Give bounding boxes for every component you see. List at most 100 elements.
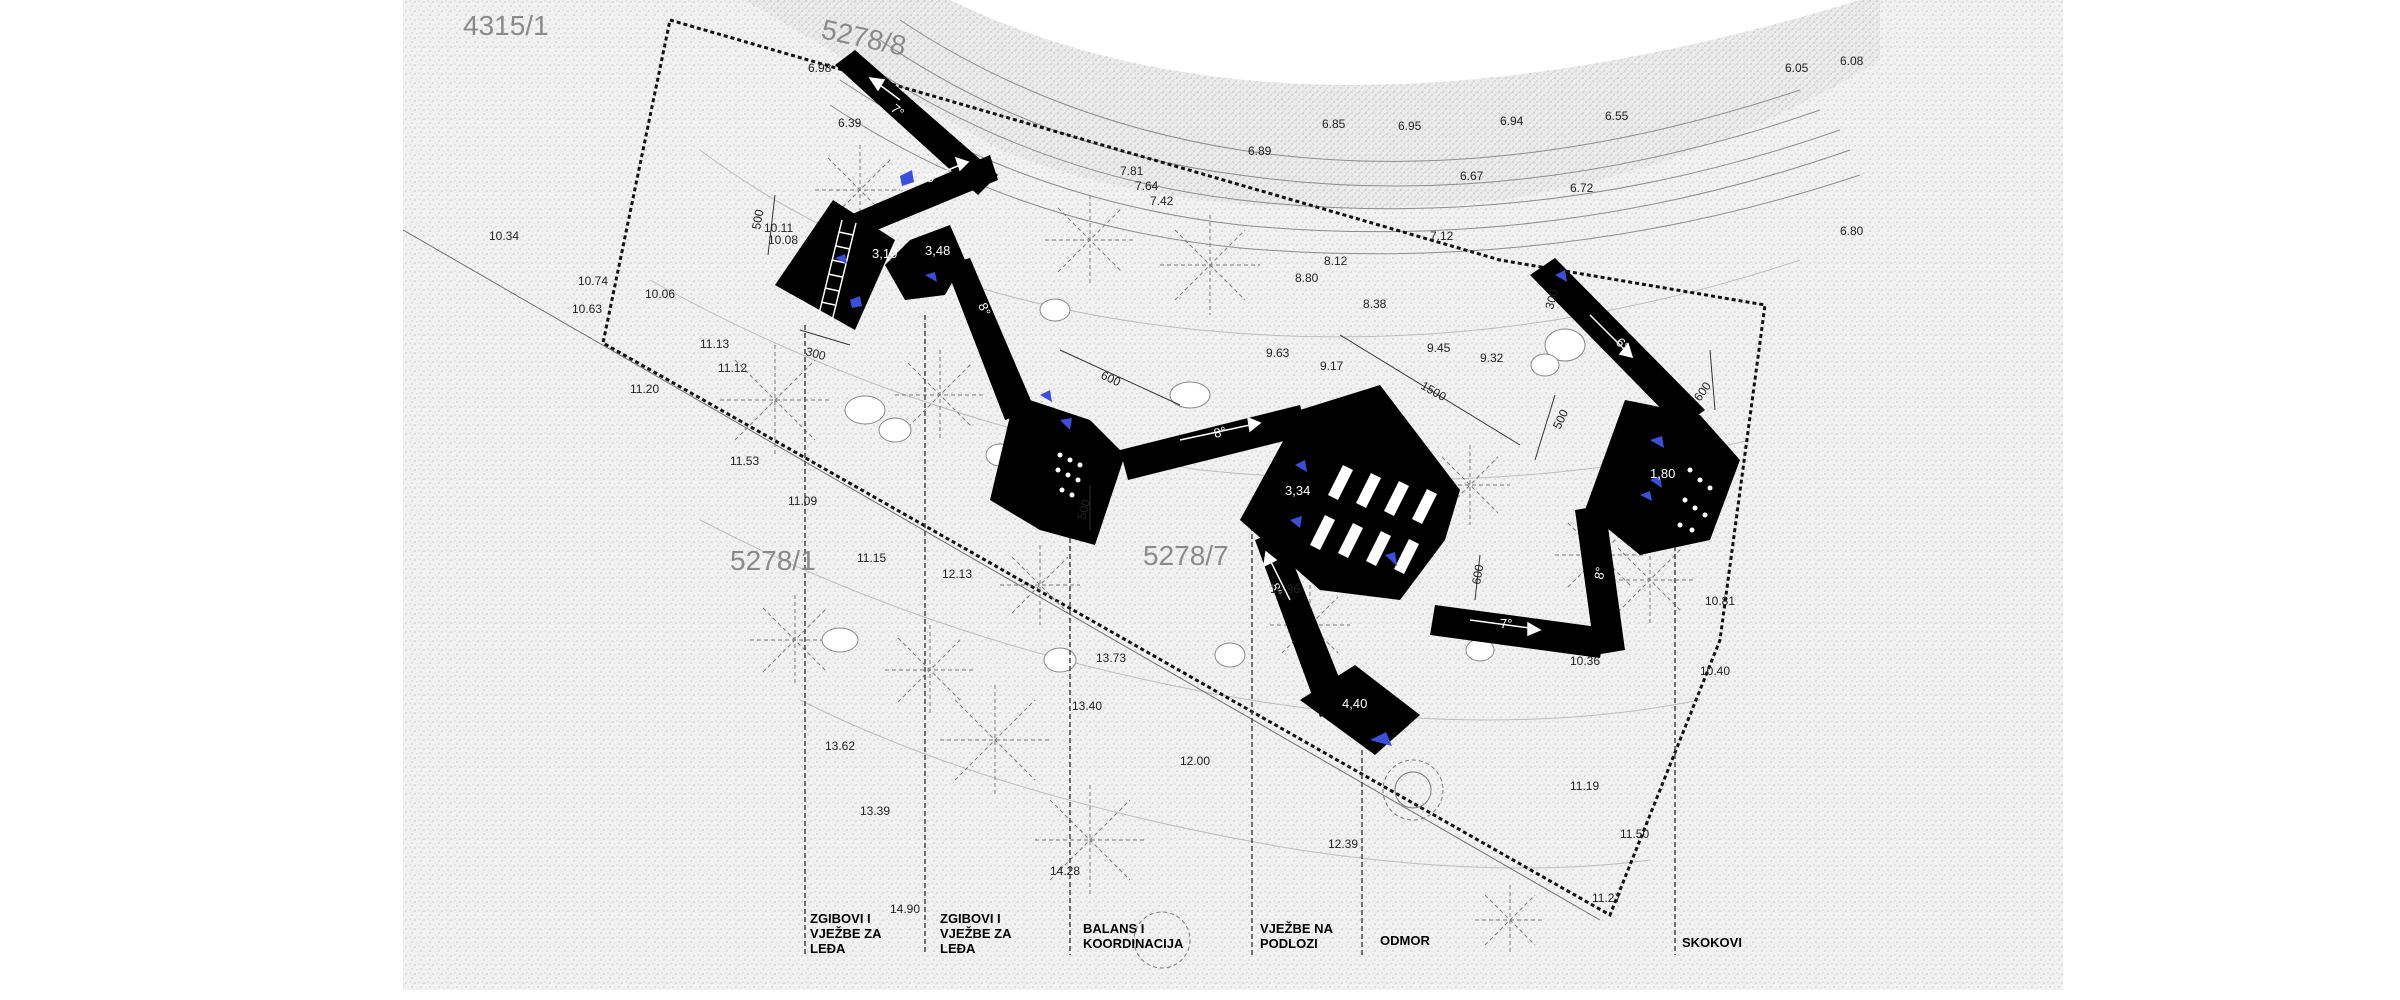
svg-text:10.34: 10.34 [489,229,519,243]
zone-label: VJEŽBE NA [1260,921,1334,936]
svg-text:12.13: 12.13 [942,567,972,581]
svg-text:6.94: 6.94 [1500,114,1524,128]
slope-label: 8° [975,301,994,318]
zone-labels: ZGIBOVI I VJEŽBE ZA LEĐA ZGIBOVI I VJEŽB… [810,911,1742,956]
station-grid [1310,465,1437,574]
svg-text:11.27: 11.27 [1592,891,1621,905]
svg-text:7.12: 7.12 [1430,229,1454,243]
trees [720,145,1695,955]
svg-text:13.40: 13.40 [1072,699,1102,713]
rocks [821,298,1586,673]
svg-text:12.00: 12.00 [1180,754,1210,768]
dimension-label: 300 [1542,287,1561,310]
circular-feature-inner [1394,771,1432,809]
svg-text:6.05: 6.05 [1785,61,1809,75]
svg-text:8.80: 8.80 [1295,271,1319,285]
spot-elevations: 6.98 6.39 10.11 10.08 10.34 10.74 10.06 … [489,54,1864,916]
svg-text:12.39: 12.39 [1328,837,1358,851]
circular-feature [1382,759,1444,821]
circular-feature [1133,911,1191,969]
svg-text:10.81: 10.81 [1705,594,1735,608]
path-segment [1430,605,1605,658]
svg-text:11.13: 11.13 [700,337,729,351]
svg-text:11.12: 11.12 [718,361,747,375]
svg-text:9.63: 9.63 [1266,346,1290,360]
svg-text:6.08: 6.08 [1840,54,1864,68]
station-pad [1240,385,1460,600]
dimension-label: 600 [1469,563,1486,585]
path-segment [850,155,998,237]
svg-text:14.28: 14.28 [1050,864,1080,878]
zone-label: KOORDINACIJA [1083,936,1184,951]
parcel-label: 5278/7 [1143,540,1229,571]
slope-label: 8° [1591,566,1608,581]
dimension-label: 500 [1074,497,1093,520]
zone-label: SKOKOVI [1682,935,1742,950]
svg-text:13.39: 13.39 [860,804,890,818]
station-elevation: 3,10 [872,246,897,261]
slope-label: 7° [1500,616,1512,631]
station-elevation: 3,34 [1285,483,1310,498]
slope-label: 8° [924,167,941,186]
svg-text:6.72: 6.72 [1570,181,1594,195]
parcel-label: 5278/1 [730,545,816,576]
ladder [817,219,857,322]
parcel-label: 4315/1 [463,10,549,41]
station-pad [775,200,895,330]
sea-area [950,0,1860,85]
zone-label: PODLOZI [1260,936,1318,951]
dimension-label: 300 [804,344,827,363]
svg-text:9.17: 9.17 [1320,359,1344,373]
svg-text:6.39: 6.39 [838,116,862,130]
svg-text:8.38: 8.38 [1363,297,1387,311]
zone-label: ODMOR [1380,933,1430,948]
slope-arrows [868,77,1634,637]
svg-text:10.06: 10.06 [645,287,675,301]
svg-text:9.45: 9.45 [1427,341,1451,355]
station-elevation: 1,80 [1650,466,1675,481]
svg-text:11.15: 11.15 [857,551,886,565]
zone-leaders [804,315,1676,955]
svg-text:8.12: 8.12 [1324,254,1348,268]
svg-text:11.50: 11.50 [1620,827,1649,841]
svg-text:6.95: 6.95 [1398,119,1422,133]
stepping-dots [1055,452,1713,533]
svg-text:6.67: 6.67 [1460,169,1484,183]
svg-text:10.63: 10.63 [572,302,602,316]
path-segment [1120,405,1308,480]
zone-label: BALANS I [1083,921,1144,936]
zone-label: ZGIBOVI I [940,911,1001,926]
path-segment [1575,505,1625,655]
svg-text:11.19: 11.19 [1570,779,1599,793]
svg-text:7.64: 7.64 [1135,179,1159,193]
slope-label: 8° [1212,423,1228,441]
svg-text:9.32: 9.32 [1480,351,1504,365]
svg-text:6.55: 6.55 [1605,109,1629,123]
svg-text:7.42: 7.42 [1150,194,1174,208]
svg-text:10.36: 10.36 [1570,654,1600,668]
dimension-lines [767,194,1716,601]
zone-label: ZGIBOVI I [810,911,871,926]
svg-text:11.53: 11.53 [730,454,759,468]
slope-label: 8° [1267,581,1285,598]
zone-label: LEĐA [940,941,976,956]
zone-label: VJEŽBE ZA [940,926,1012,941]
svg-text:10.40: 10.40 [1700,664,1730,678]
station-elevation: 4,40 [1342,696,1367,711]
svg-text:6.89: 6.89 [1248,144,1272,158]
svg-text:14.90: 14.90 [890,902,920,916]
station-pad [1300,665,1420,755]
svg-text:6.85: 6.85 [1322,117,1346,131]
svg-text:10.08: 10.08 [768,233,798,247]
station-pad [885,225,965,300]
station-pad [1585,400,1740,555]
svg-text:6.80: 6.80 [1840,224,1864,238]
svg-text:13.73: 13.73 [1096,651,1126,665]
svg-text:13.62: 13.62 [825,739,855,753]
svg-text:6.98: 6.98 [808,61,832,75]
parcel-boundary [601,18,1767,918]
svg-text:10.74: 10.74 [578,274,608,288]
station-elevation: 3,48 [925,243,950,258]
zone-label: LEĐA [810,941,846,956]
